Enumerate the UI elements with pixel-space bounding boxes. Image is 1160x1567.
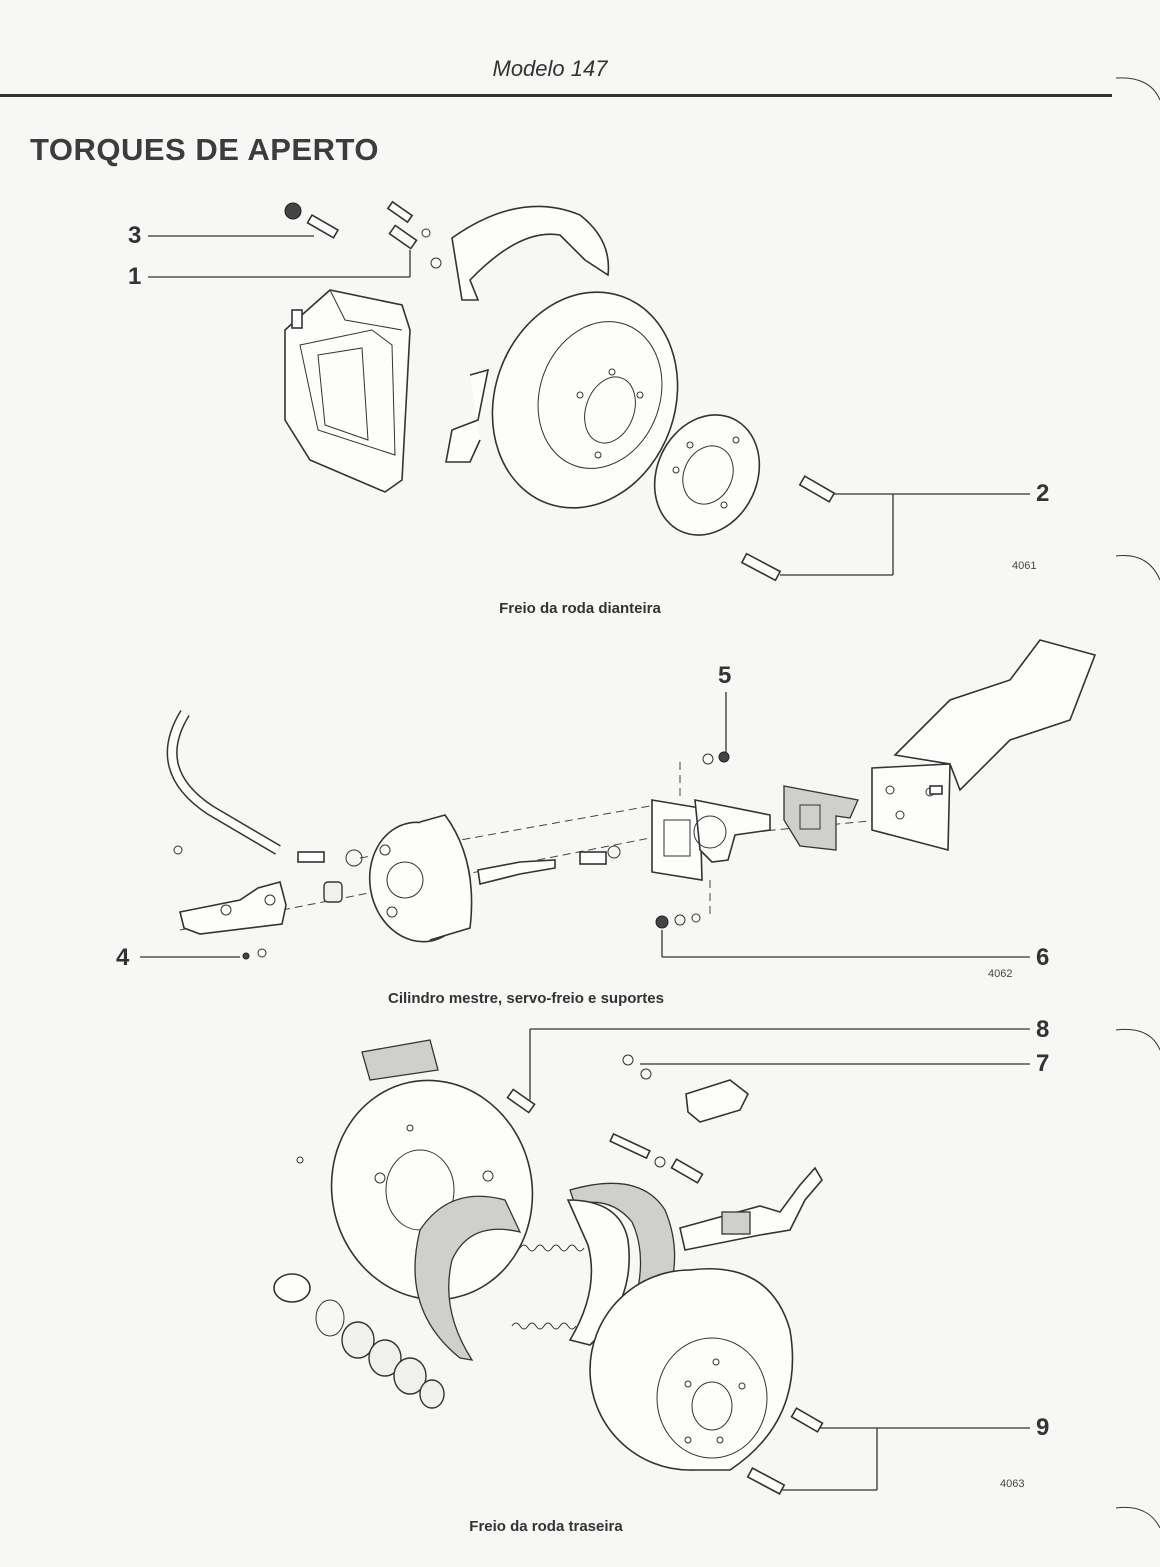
callout-4: 4 [116, 944, 130, 971]
callout-9: 9 [1036, 1414, 1050, 1441]
callout-7: 7 [1036, 1050, 1050, 1077]
callout-1: 1 [128, 263, 142, 290]
binder-hole-marks [1115, 77, 1160, 1529]
rear-brake-illustration [273, 1028, 1030, 1495]
header-divider [0, 94, 1112, 97]
page-header-model: Modelo 147 [492, 56, 608, 81]
figure-code: 4062 [988, 968, 1013, 980]
figure-caption-rear-brake: Freio da roda traseira [469, 1518, 623, 1535]
figure-code: 4063 [1000, 1478, 1025, 1490]
page-title: TORQUES DE APERTO [30, 132, 379, 167]
callout-6: 6 [1036, 944, 1050, 971]
front-brake-illustration [148, 200, 1030, 582]
master-cylinder-servo-illustration [140, 639, 1097, 960]
figure-code: 4061 [1012, 560, 1037, 572]
callout-3: 3 [128, 222, 142, 249]
callout-2: 2 [1036, 480, 1050, 507]
figure-caption-front-brake: Freio da roda dianteira [499, 600, 661, 617]
callout-8: 8 [1036, 1016, 1050, 1043]
figure-caption-master-cylinder: Cilindro mestre, servo-freio e suportes [388, 990, 664, 1007]
callout-5: 5 [718, 662, 732, 689]
